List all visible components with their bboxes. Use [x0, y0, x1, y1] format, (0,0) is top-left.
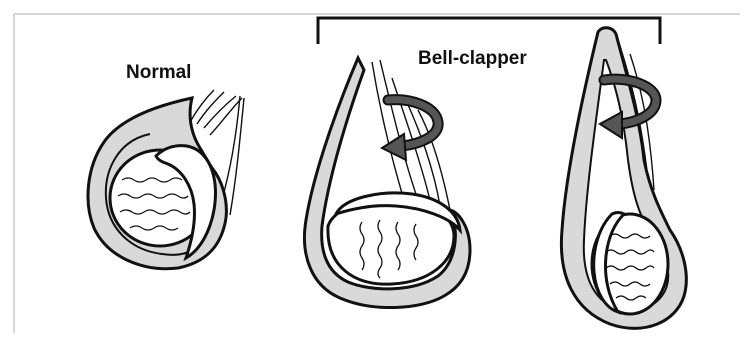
bell-clapper-testis-illustration-2 — [561, 28, 686, 329]
bell-clapper-testis-illustration-1 — [304, 58, 470, 308]
normal-label: Normal — [126, 62, 191, 83]
normal-testis-illustration — [88, 90, 244, 269]
bell-clapper-label: Bell-clapper — [418, 48, 527, 69]
